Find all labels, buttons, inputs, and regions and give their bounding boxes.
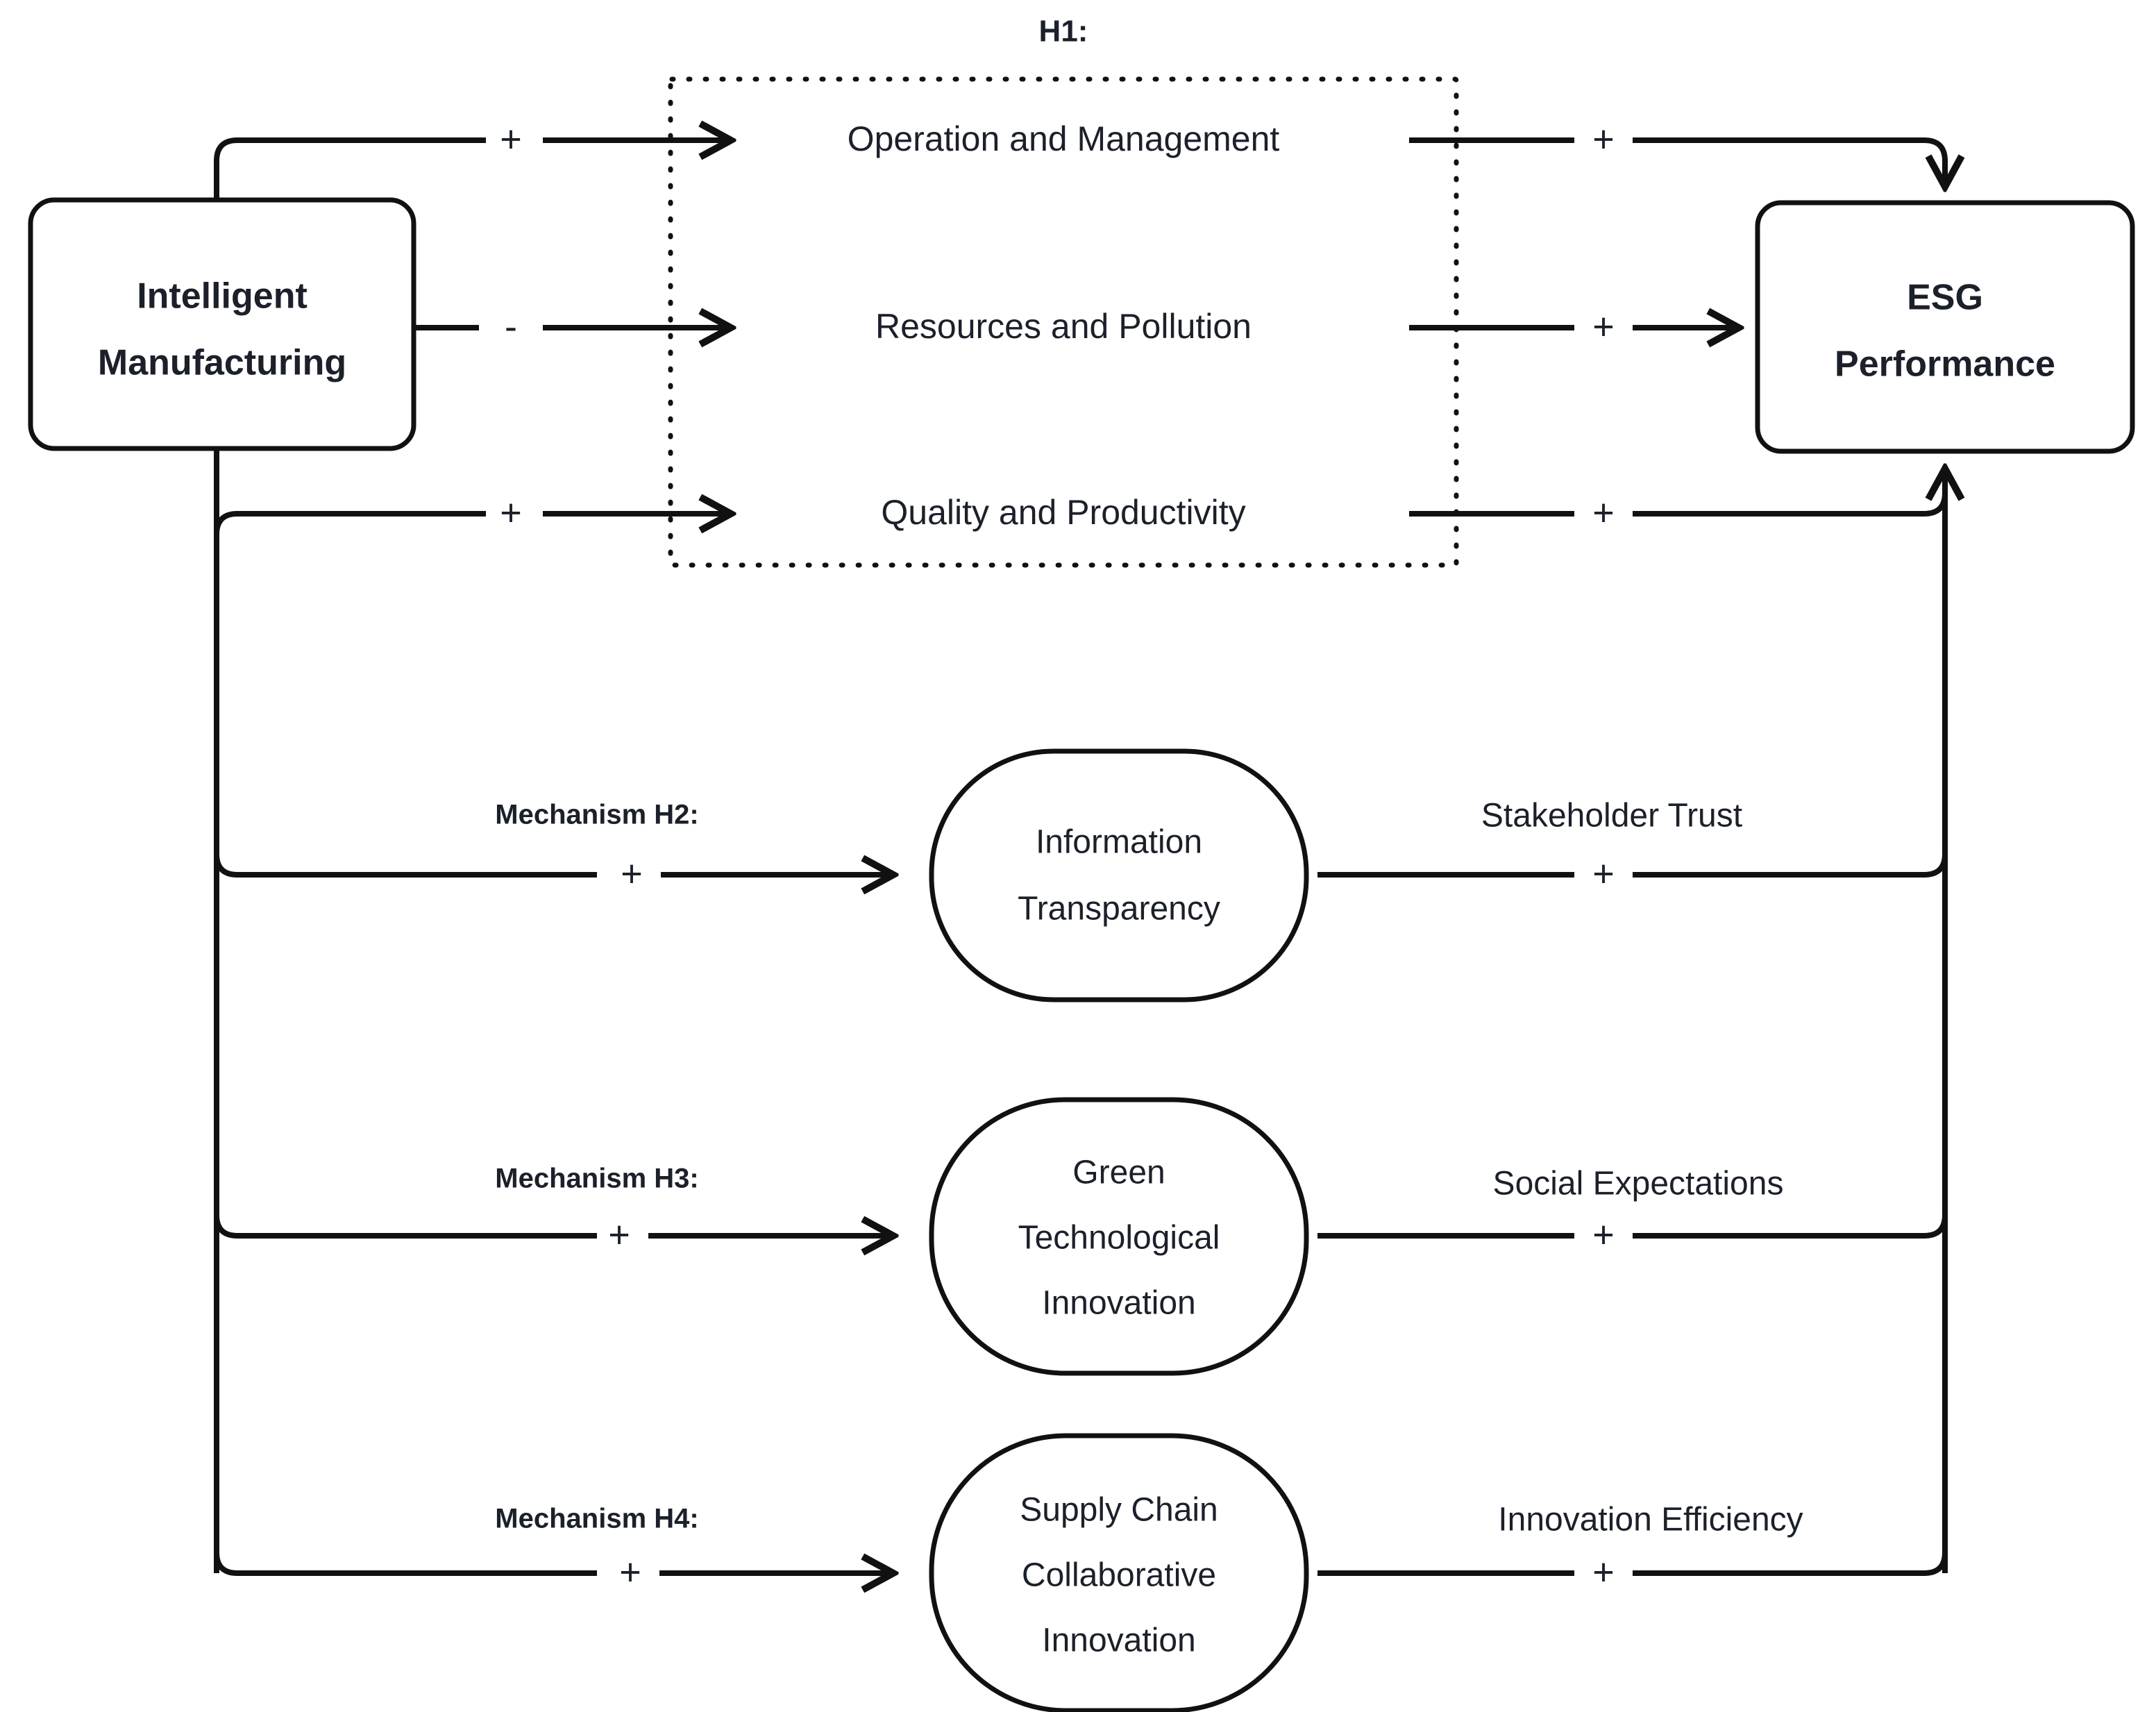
mediator-supply-chain-collaborative-innovation-line2: Collaborative — [1022, 1557, 1216, 1594]
edge-mech3-out-right — [1633, 1208, 1948, 1239]
edge-mech4-out-right — [1633, 1545, 1948, 1576]
node-intelligent-manufacturing-line2: Manufacturing — [98, 343, 346, 383]
dimension-operation-and-management: Operation and Management — [848, 119, 1280, 158]
dimension-resources-and-pollution: Resources and Pollution — [875, 307, 1252, 346]
sign-im-to-quality: + — [500, 492, 522, 533]
mediator-supply-chain-collaborative-innovation[interactable] — [929, 1433, 1309, 1712]
sign-im-to-mech4: + — [619, 1551, 641, 1593]
mediator-information-transparency-line1: Information — [1036, 824, 1202, 861]
mediator-supply-chain-collaborative-innovation-line1: Supply Chain — [1020, 1492, 1218, 1529]
trunk-top-riser — [214, 137, 486, 200]
edge-im-to-mech3-trunk — [214, 1214, 597, 1239]
node-esg-performance-line2: Performance — [1835, 344, 2055, 385]
dimension-quality-and-productivity: Quality and Productivity — [881, 493, 1245, 532]
sign-resources-to-esg: + — [1592, 305, 1615, 347]
mech-h4-tag: Mechanism H4: — [495, 1504, 698, 1534]
edge-im-to-mech2-trunk — [214, 853, 597, 878]
mediator-green-technological-innovation-line2: Technological — [1018, 1220, 1220, 1257]
mediator-green-technological-innovation-line1: Green — [1072, 1155, 1165, 1191]
edge-im-to-quality-stub — [214, 511, 486, 535]
sign-im-to-mech2: + — [621, 853, 643, 894]
h1-label: H1: — [1039, 15, 1088, 49]
node-intelligent-manufacturing-line1: Intelligent — [137, 276, 308, 317]
node-esg-performance-line1: ESG — [1907, 278, 1983, 318]
edge-operation-to-esg-right — [1633, 137, 1945, 186]
sign-mech4-to-esg: + — [1592, 1551, 1615, 1593]
sign-im-to-operation: + — [500, 118, 522, 160]
sign-operation-to-esg: + — [1592, 118, 1615, 160]
edge-quality-to-esg-right — [1633, 486, 1948, 517]
sign-quality-to-esg: + — [1592, 492, 1615, 533]
sign-mech2-to-esg: + — [1592, 853, 1615, 894]
mech2-out-label: Stakeholder Trust — [1481, 798, 1742, 834]
sign-im-to-mech3: + — [608, 1214, 630, 1255]
edge-mech2-out-right — [1633, 847, 1948, 878]
mediator-green-technological-innovation[interactable] — [929, 1097, 1309, 1376]
mech4-out-label: Innovation Efficiency — [1498, 1502, 1803, 1538]
mech-h3-tag: Mechanism H3: — [495, 1164, 698, 1194]
mediator-information-transparency-line2: Transparency — [1018, 891, 1220, 928]
sign-mech3-to-esg: + — [1592, 1214, 1615, 1255]
sign-im-to-resources: - — [505, 305, 517, 347]
mediator-supply-chain-collaborative-innovation-line3: Innovation — [1042, 1622, 1196, 1659]
edge-im-to-mech4-trunk — [214, 1552, 597, 1576]
node-intelligent-manufacturing[interactable] — [28, 197, 416, 451]
mediator-information-transparency[interactable] — [929, 748, 1309, 1002]
node-esg-performance[interactable] — [1755, 200, 2135, 454]
mech3-out-label: Social Expectations — [1493, 1166, 1784, 1202]
mediator-green-technological-innovation-line3: Innovation — [1042, 1285, 1196, 1322]
mech-h2-tag: Mechanism H2: — [495, 800, 698, 830]
